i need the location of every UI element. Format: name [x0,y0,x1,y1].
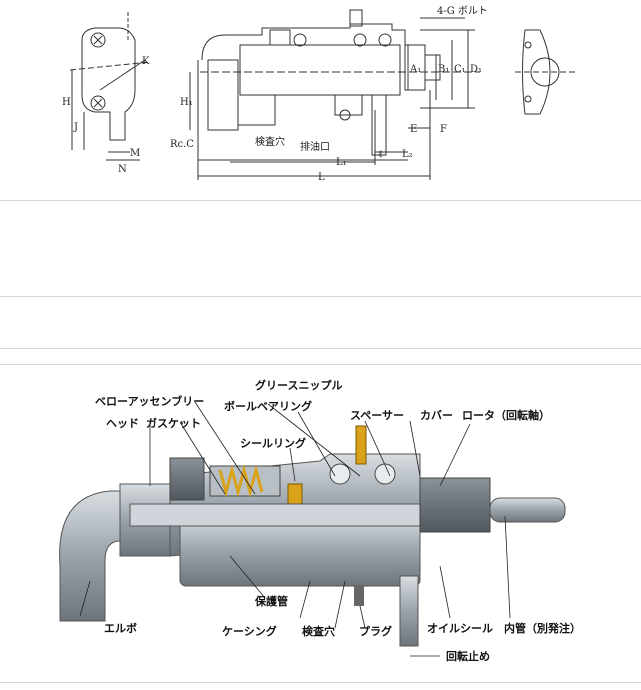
dim-b1: B₁ [438,64,449,75]
dim-n: N [118,164,127,175]
label-elbow: エルボ [104,621,137,635]
dim-l-small: ℓ [378,149,383,160]
dim-c1: C₁ [454,64,466,75]
label-cover: カバー [420,409,453,422]
label-grease-nipple: グリースニップル [255,378,342,392]
label-inner-pipe: 内管（別発注） [504,621,581,635]
divider-1 [0,200,641,201]
dim-k: K [142,56,150,67]
dimension-drawing: 4-G ボルト K H J M N H₁ Rc.C 検査穴 排油口 A₁ B₁ … [0,0,641,200]
divider-bottom [0,682,641,683]
cutaway-illustration: グリースニップル ベローアッセンブリー ボールベアリング ヘッド ガスケット ス… [0,366,641,686]
dim-m: M [130,148,140,159]
label-spacer: スペーサー [350,409,404,422]
dim-f: F [440,124,447,135]
dim-h: H [62,97,71,108]
dim-rcc: Rc.C [170,139,194,150]
dim-l1: L₁ [336,157,347,168]
drain-label: 排油口 [300,140,330,153]
label-protect-pipe: 保護管 [254,594,288,608]
dim-h1: H₁ [180,97,193,108]
divider-3 [0,348,641,349]
inspect-hole-label: 検査穴 [255,135,285,148]
dim-l: L [318,172,325,183]
cutaway-svg: グリースニップル ベローアッセンブリー ボールベアリング ヘッド ガスケット ス… [59,378,581,663]
divider-4 [0,364,641,365]
divider-2 [0,296,641,297]
dim-e: E [410,124,417,135]
label-seal-ring: シールリング [240,436,306,450]
label-rotor: ロータ（回転軸） [462,408,550,422]
label-plug: プラグ [359,624,392,638]
label-ball-bearing: ボールベアリング [224,399,312,413]
bolt-label: 4-G ボルト [437,5,488,17]
label-anti-rotation: 回転止め [446,649,490,663]
dim-d1: D₁ [470,64,482,75]
label-head: ヘッド [106,417,139,430]
label-inspection-hole: 検査穴 [302,624,335,638]
dim-j: J [73,122,78,133]
label-casing: ケーシング [222,624,277,638]
dimension-drawing-svg: 4-G ボルト K H J M N H₁ Rc.C 検査穴 排油口 A₁ B₁ … [62,5,575,183]
dim-a1: A₁ [409,64,421,75]
label-oil-seal: オイルシール [427,622,493,635]
dim-l2: L₂ [402,149,413,160]
label-gasket: ガスケット [146,416,201,430]
label-bellows: ベローアッセンブリー [95,394,204,408]
